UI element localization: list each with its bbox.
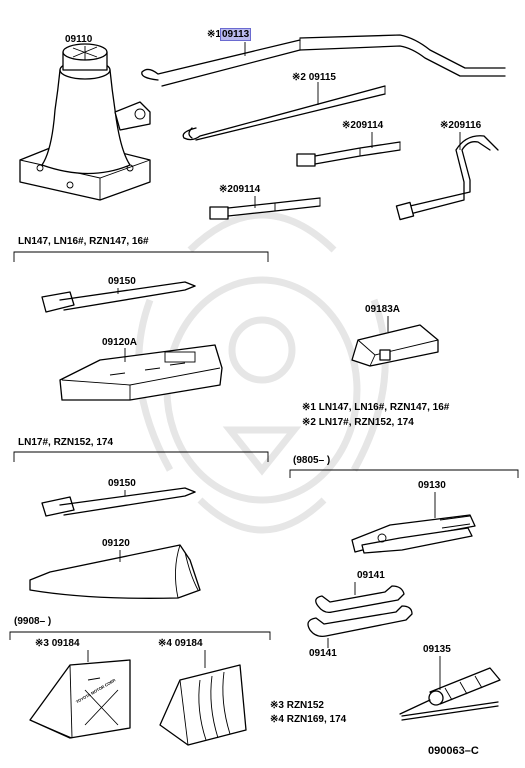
note-3: ※3 RZN152 <box>270 700 324 711</box>
note-1: ※1 LN147, LN16#, RZN147, 16# <box>302 402 450 413</box>
label-screwdriver: 09135 <box>423 644 451 655</box>
label-crank: ※209116 <box>440 120 482 131</box>
wheel-chock-left-drawing <box>29 659 131 739</box>
label-spanner-top: 09141 <box>357 570 385 581</box>
wheel-chock-right-drawing <box>159 664 247 746</box>
note-4: ※4 RZN169, 174 <box>270 714 347 725</box>
pliers-drawing <box>351 514 476 554</box>
label-bracket: 09183A <box>365 304 401 315</box>
crank-handle-drawing <box>395 135 499 221</box>
label-extension-bar-mid: ※209114 <box>342 120 384 131</box>
label-tray: 09120A <box>102 337 138 348</box>
group-label-9805: (9805– ) <box>293 455 331 466</box>
label-extension-bar-top: ※2 09115 <box>292 72 336 83</box>
label-wrench-b: 09150 <box>108 478 136 489</box>
label-spanner-bottom: 09141 <box>309 648 337 659</box>
label-pliers: 09130 <box>418 480 446 491</box>
group-bracket-9805 <box>289 469 519 478</box>
group-bracket-9908 <box>9 631 271 640</box>
label-handle-highlight: 09113 <box>219 28 252 41</box>
extension-bar-09114-low-drawing <box>209 197 321 220</box>
group-label-ln17: LN17#, RZN152, 174 <box>18 437 114 448</box>
label-chock-right: ※4 09184 <box>158 638 203 649</box>
label-bag: 09120 <box>102 538 130 549</box>
jack-handle-drawing <box>141 34 506 87</box>
tool-bag-drawing <box>29 544 201 599</box>
extension-bar-09115-drawing <box>182 85 386 141</box>
group-label-ln147: LN147, LN16#, RZN147, 16# <box>18 236 149 247</box>
group-bracket-ln147 <box>13 251 269 262</box>
label-handle-prefix: ※1 <box>207 29 221 40</box>
screwdriver-drawing <box>399 667 501 721</box>
tool-tray-drawing <box>59 344 223 401</box>
leader-lines <box>84 42 461 690</box>
label-extension-bar-low: ※209114 <box>219 184 261 195</box>
label-jack: 09110 <box>65 34 93 45</box>
jack-drawing <box>19 43 151 201</box>
spanner-bottom-drawing <box>307 605 413 638</box>
spanner-top-drawing <box>315 585 405 614</box>
note-2: ※2 LN17#, RZN152, 174 <box>302 417 414 428</box>
label-chock-left: ※3 09184 <box>35 638 80 649</box>
diagram-id: 090063–C <box>428 745 479 757</box>
lug-wrench-b-drawing <box>41 487 196 517</box>
group-bracket-ln17 <box>13 451 269 462</box>
bracket-drawing <box>351 324 439 367</box>
group-label-9908: (9908– ) <box>14 616 52 627</box>
lug-wrench-a-drawing <box>41 281 196 313</box>
extension-bar-09114-mid-drawing <box>296 141 401 167</box>
label-wrench-a: 09150 <box>108 276 136 287</box>
label-handle: ※109113 <box>207 28 252 41</box>
